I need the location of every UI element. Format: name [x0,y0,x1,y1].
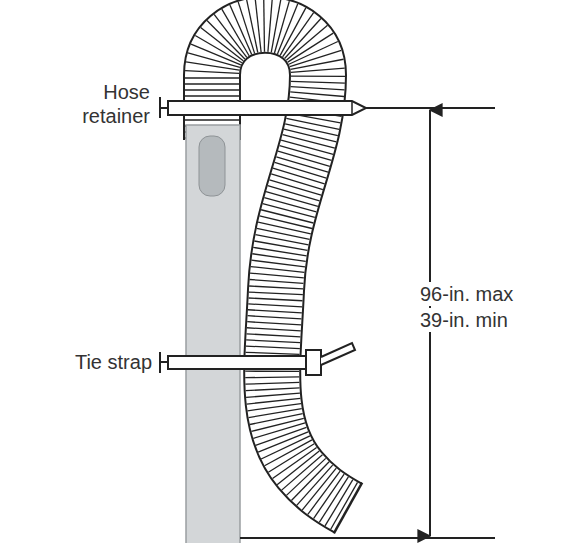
tie-strap [160,343,355,375]
floor-line [240,537,495,539]
dimension-label: 39-in. min [418,308,510,332]
standpipe [186,125,240,543]
hose-end-inside [199,136,225,196]
dimension-label: 96-in. max [418,282,515,306]
part-label: Tie strap [30,350,152,374]
hose-retainer-pin [160,97,495,118]
part-label: Hose retainer [38,80,150,128]
reference-line [366,107,495,109]
